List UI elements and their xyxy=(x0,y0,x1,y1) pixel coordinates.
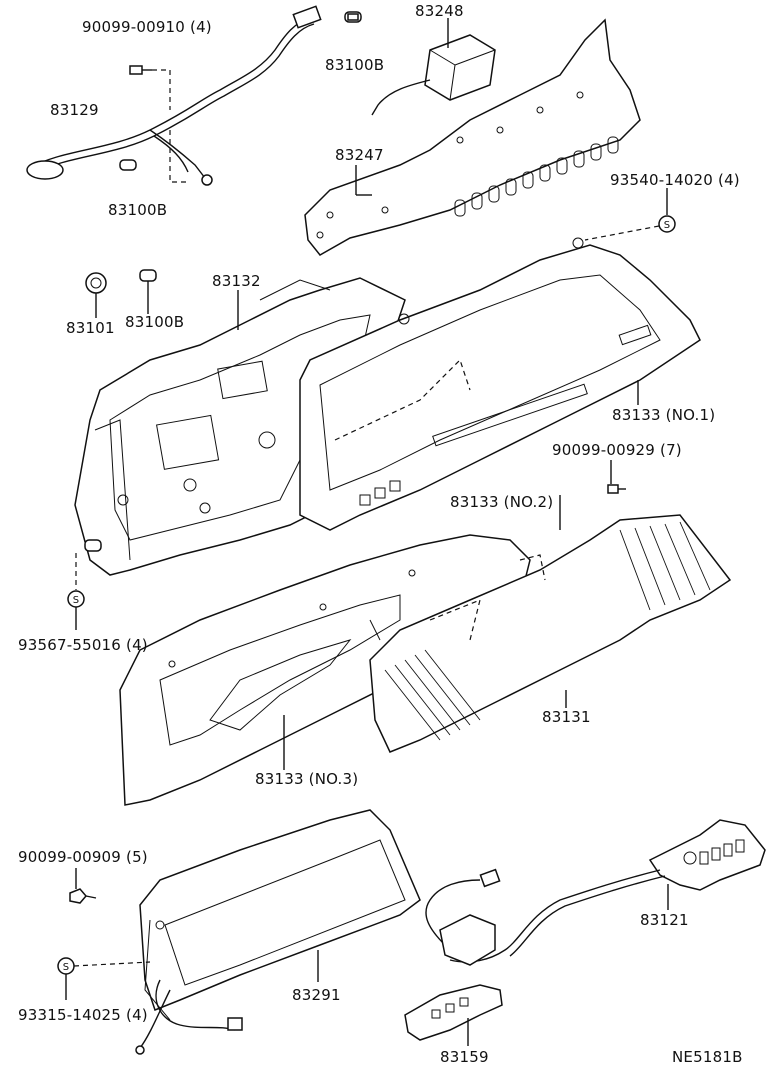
label-83248: 83248 xyxy=(415,2,464,20)
lens-83133-no1 xyxy=(299,237,701,531)
screw-90099-00909-icon xyxy=(69,888,97,904)
socket-icon xyxy=(26,160,64,180)
washer-symbol-1: S xyxy=(664,220,671,231)
connector-icon xyxy=(227,1017,243,1031)
label-90099-00929: 90099-00929 (7) xyxy=(552,441,682,459)
label-83131: 83131 xyxy=(542,708,591,726)
lens-83131 xyxy=(369,514,732,753)
label-93567-55016: 93567-55016 (4) xyxy=(18,636,148,654)
label-83129: 83129 xyxy=(50,101,99,119)
label-83133-no2: 83133 (NO.2) xyxy=(450,493,553,511)
meter-83291 xyxy=(139,809,421,1021)
bulb-lower-icon xyxy=(84,539,102,552)
connector-icon xyxy=(292,5,322,29)
washer-93540-icon xyxy=(658,215,676,233)
diagram-code: NE5181B xyxy=(672,1048,743,1066)
label-90099-00910: 90099-00910 (4) xyxy=(82,18,212,36)
bulb-83100b-top-icon xyxy=(344,11,362,23)
label-83291: 83291 xyxy=(292,986,341,1004)
label-93540-14020: 93540-14020 (4) xyxy=(610,171,740,189)
dimmer-83248 xyxy=(371,34,496,116)
label-83100b-mid: 83100B xyxy=(108,201,167,219)
label-83121: 83121 xyxy=(640,911,689,929)
label-83247: 83247 xyxy=(335,146,384,164)
bracket-83247 xyxy=(304,18,641,256)
label-83132: 83132 xyxy=(212,272,261,290)
socket-83101-icon xyxy=(85,272,107,294)
screw-90099-00929-icon xyxy=(607,484,626,494)
terminal-icon xyxy=(135,1045,145,1055)
label-83101: 83101 xyxy=(66,319,115,337)
label-90099-00909: 90099-00909 (5) xyxy=(18,848,148,866)
label-83100b-top: 83100B xyxy=(325,56,384,74)
washer-symbol-2: S xyxy=(73,595,80,606)
label-83133-no1: 83133 (NO.1) xyxy=(612,406,715,424)
wire-harness-83129 xyxy=(26,5,322,186)
harness-83121 xyxy=(425,819,766,966)
screw-90099-00910-icon xyxy=(129,65,152,75)
bulb-83100b-mid-icon xyxy=(119,159,137,171)
terminal-icon xyxy=(201,174,213,186)
bracket-83159 xyxy=(404,984,503,1041)
label-83133-no3: 83133 (NO.3) xyxy=(255,770,358,788)
washer-symbol-3: S xyxy=(63,962,70,973)
label-93315-14025: 93315-14025 (4) xyxy=(18,1006,148,1024)
bulb-83100b-low-icon xyxy=(139,269,157,282)
label-83100b-low: 83100B xyxy=(125,313,184,331)
label-83159: 83159 xyxy=(440,1048,489,1066)
